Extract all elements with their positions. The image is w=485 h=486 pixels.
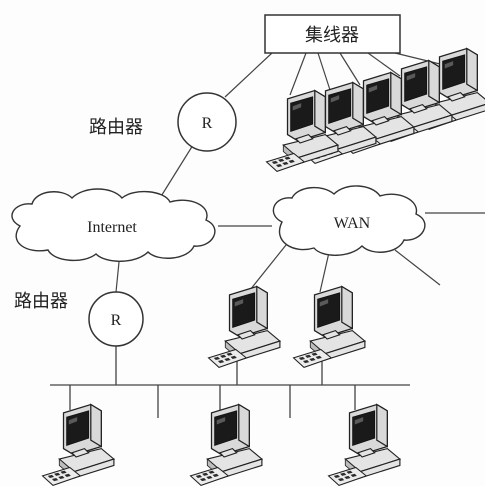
wan-label: WAN [334, 215, 371, 232]
desktop-computer-icon [292, 285, 366, 368]
desktop-computer-icon [327, 403, 401, 486]
router-bottom-label: 路由器 [14, 291, 68, 312]
router-top-symbol: R [202, 115, 213, 132]
link-wan-down [394, 249, 441, 286]
hub-computer-group [265, 47, 485, 172]
link-hub-router [224, 52, 273, 98]
hub-node: 集线器 [264, 14, 401, 54]
router-top-circle [177, 92, 237, 152]
router-bottom-node: R 路由器 [14, 291, 144, 347]
link-wan-pc-mid [249, 239, 291, 291]
desktop-computer-icon [41, 403, 115, 486]
wan-cloud-shape [272, 185, 426, 256]
hub-label: 集线器 [305, 25, 359, 46]
link-router-internet [159, 144, 194, 199]
mid-computer-group [207, 285, 366, 368]
wan-cloud: WAN [272, 185, 426, 256]
lan-computer-group [41, 403, 401, 486]
internet-cloud-shape [11, 188, 216, 262]
internet-label: Internet [87, 219, 137, 236]
link-hub-pc2 [317, 52, 331, 91]
desktop-computer-icon [207, 285, 281, 368]
hub-box [264, 14, 401, 54]
router-bottom-symbol: R [111, 312, 122, 329]
desktop-computer-icon [189, 403, 263, 486]
router-top-label: 路由器 [89, 117, 143, 138]
link-hub-pc1 [289, 52, 307, 96]
link-hub-pc3 [339, 52, 361, 86]
link-hub-pc5 [394, 52, 441, 65]
router-top-node: R 路由器 [89, 92, 237, 152]
link-hub-pc4 [367, 52, 401, 77]
router-bottom-circle [88, 291, 144, 347]
internet-cloud: Internet [11, 188, 216, 262]
